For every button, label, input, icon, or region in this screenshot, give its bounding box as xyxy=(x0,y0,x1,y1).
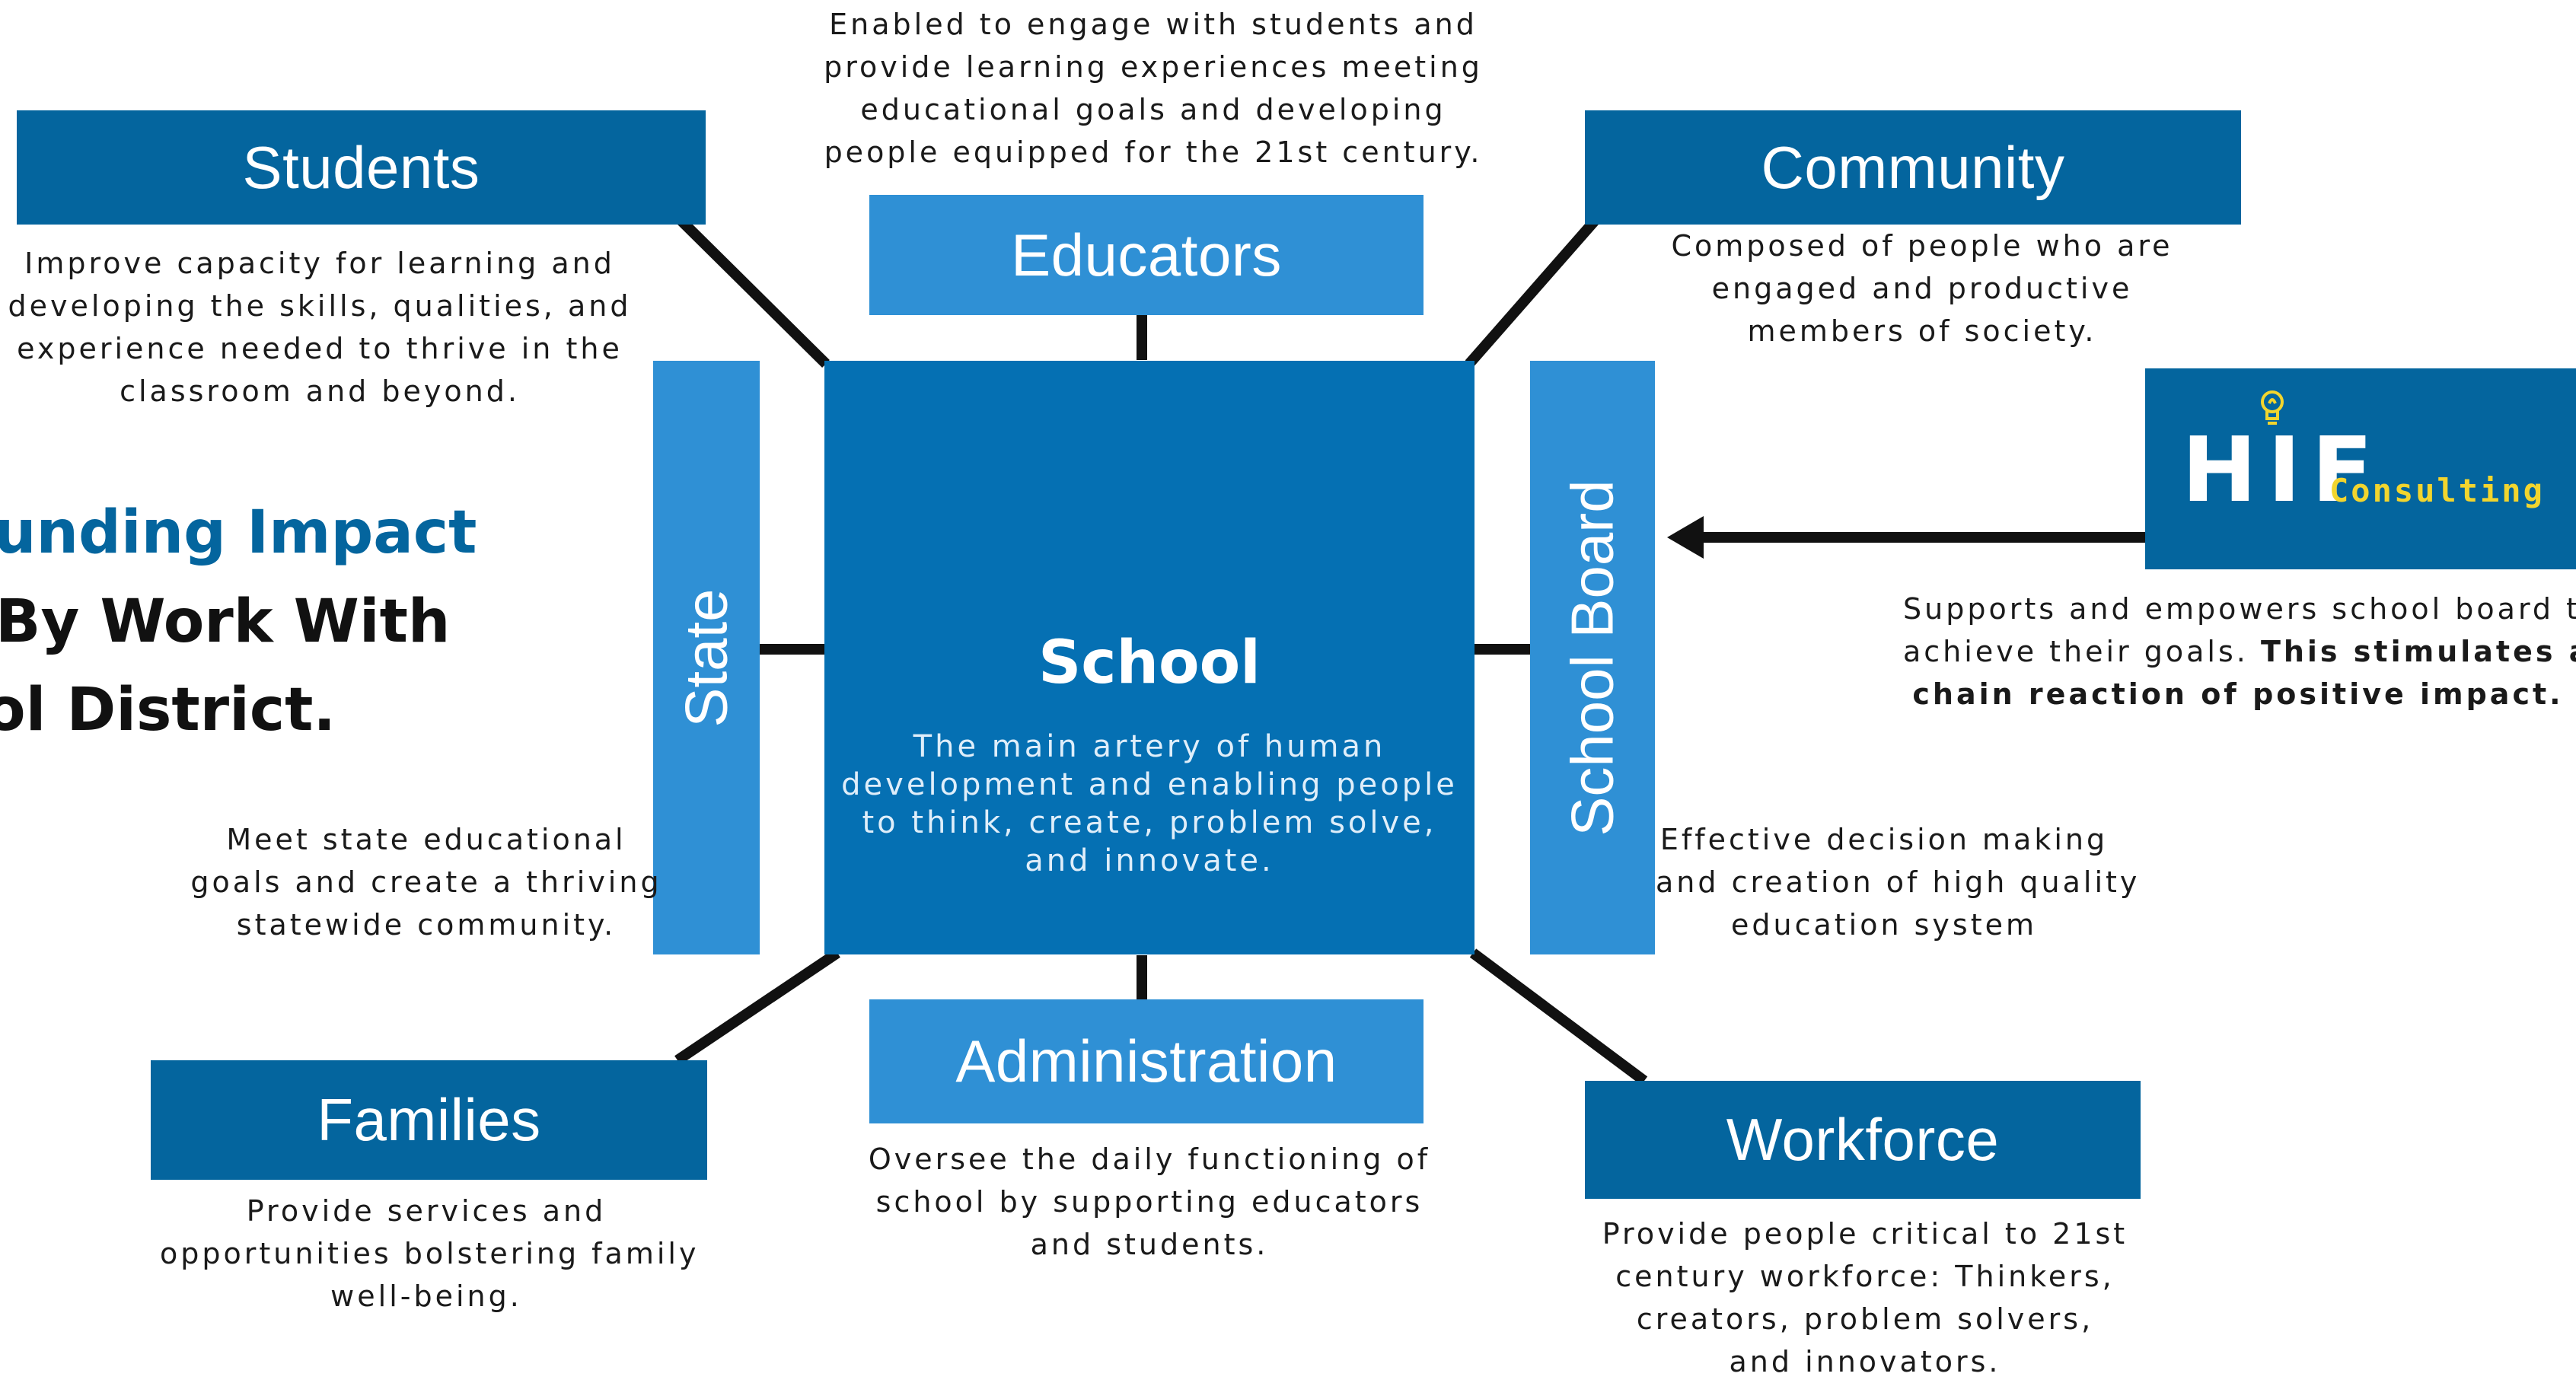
connector-families xyxy=(674,948,840,1065)
arrow-head-icon xyxy=(1667,516,1704,559)
hif-logo-main: HIF xyxy=(2182,417,2384,522)
school-board-box: School Board xyxy=(1530,361,1655,954)
headline-line-2: By Work With xyxy=(0,588,451,656)
educators-description: Enabled to engage with students and prov… xyxy=(824,8,1483,169)
administration-description: Oversee the daily functioning of school … xyxy=(868,1142,1431,1261)
school-title: School xyxy=(1038,629,1261,697)
connector-community xyxy=(1465,217,1599,368)
students-description: Improve capacity for learning and develo… xyxy=(8,247,632,408)
school-box: School The main artery of human developm… xyxy=(824,361,1475,954)
families-label: Families xyxy=(317,1086,541,1153)
educators-box: Educators xyxy=(869,195,1423,315)
hif-logo-text: HIF xyxy=(2182,417,2383,522)
students-box: Students xyxy=(17,110,706,225)
hif-logo-sub: Consulting xyxy=(2329,472,2545,509)
workforce-box: Workforce xyxy=(1585,1081,2141,1199)
state-box: State xyxy=(653,361,760,954)
administration-label: Administration xyxy=(955,1028,1337,1095)
administration-box: Administration xyxy=(869,999,1423,1123)
hif-description: Supports and empowers school board to ac… xyxy=(1903,592,2576,711)
students-label: Students xyxy=(242,133,480,201)
school-board-description: Effective decision making and creation o… xyxy=(1656,823,2141,942)
state-label: State xyxy=(672,588,740,728)
families-description: Provide services and opportunities bolst… xyxy=(160,1194,700,1313)
families-box: Families xyxy=(151,1060,707,1180)
workforce-description: Provide people critical to 21st century … xyxy=(1602,1217,2128,1378)
connector-students xyxy=(677,217,830,368)
school-board-label: School Board xyxy=(1558,479,1626,836)
community-label: Community xyxy=(1761,133,2065,201)
headline-line-1: unding Impact xyxy=(0,499,477,567)
lightbulb-icon xyxy=(2261,390,2284,425)
state-description: Meet state educational goals and create … xyxy=(190,823,662,942)
educators-label: Educators xyxy=(1011,221,1282,288)
hif-logo xyxy=(2145,368,2576,569)
connector-workforce xyxy=(1469,948,1648,1085)
community-box: Community xyxy=(1585,110,2241,225)
headline-line-3: ol District. xyxy=(0,676,336,744)
community-description: Composed of people who are engaged and p… xyxy=(1671,229,2173,348)
workforce-label: Workforce xyxy=(1726,1106,2000,1173)
school-description: The main artery of human development and… xyxy=(841,729,1458,878)
